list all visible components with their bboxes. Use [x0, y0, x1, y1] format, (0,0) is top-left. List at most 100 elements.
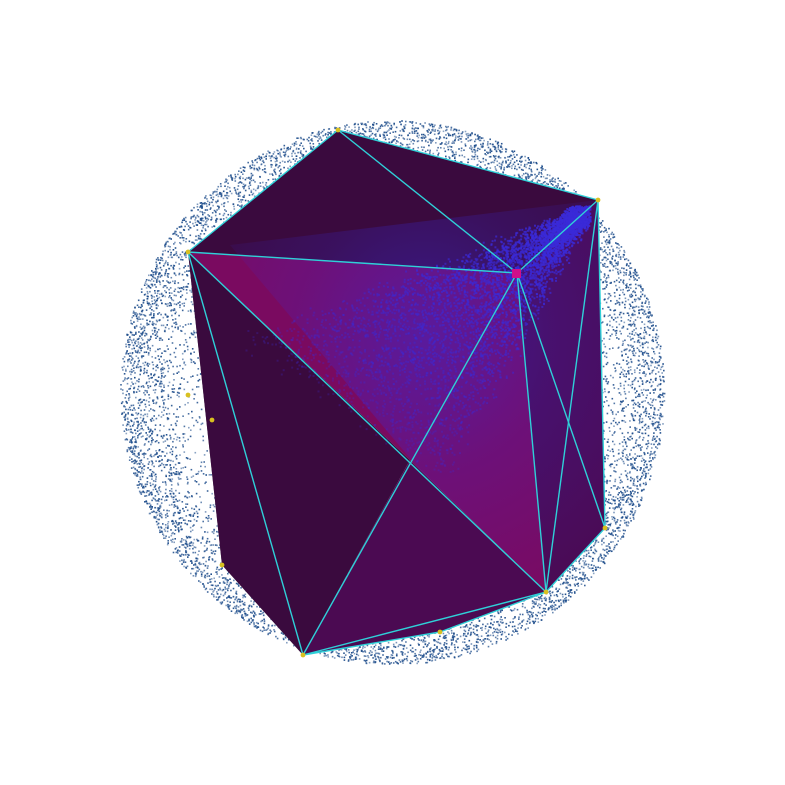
sphere-point	[194, 546, 197, 549]
sphere-point	[255, 621, 258, 624]
sphere-point	[172, 330, 174, 333]
sphere-point	[333, 657, 336, 659]
sphere-point	[501, 148, 504, 150]
sphere-point	[560, 604, 562, 607]
sphere-point	[556, 590, 559, 593]
sphere-point	[313, 135, 316, 137]
sphere-point	[626, 472, 629, 475]
sphere-point	[202, 583, 204, 585]
sphere-point	[172, 299, 175, 302]
sphere-point	[219, 544, 221, 546]
sphere-point	[626, 515, 629, 518]
sphere-point	[207, 582, 209, 584]
sphere-point	[172, 280, 174, 283]
sphere-point	[216, 188, 219, 191]
sphere-point	[564, 593, 567, 596]
sphere-point	[388, 663, 391, 665]
sphere-point	[538, 606, 541, 609]
sphere-point	[553, 605, 555, 608]
sphere-point	[611, 448, 614, 451]
sphere-point	[474, 149, 476, 151]
sphere-point	[480, 166, 482, 169]
sphere-point	[438, 130, 441, 133]
sphere-point	[641, 342, 644, 344]
sphere-point	[141, 483, 143, 485]
sphere-point	[640, 499, 643, 502]
sphere-point	[605, 378, 607, 381]
sphere-point	[402, 648, 405, 650]
sphere-point	[372, 647, 374, 650]
sphere-point	[536, 175, 538, 177]
sphere-point	[621, 496, 623, 499]
sphere-point	[384, 124, 386, 127]
sphere-point	[597, 541, 600, 543]
sphere-point	[155, 369, 157, 372]
sphere-point	[353, 658, 355, 661]
sphere-point	[137, 343, 140, 345]
sphere-point	[156, 503, 159, 505]
sphere-point	[497, 144, 500, 147]
sphere-point	[459, 626, 462, 629]
sphere-point	[160, 372, 163, 375]
sphere-point	[638, 284, 640, 287]
sphere-point	[408, 132, 411, 134]
sphere-point	[526, 620, 529, 623]
sphere-point	[618, 277, 620, 279]
sphere-point	[156, 523, 159, 526]
sphere-point	[643, 351, 646, 354]
sphere-point	[379, 660, 381, 662]
sphere-point	[424, 134, 426, 137]
sphere-point	[636, 455, 639, 457]
sphere-point	[309, 145, 312, 148]
sphere-point	[614, 521, 617, 524]
sphere-point	[615, 279, 618, 282]
sphere-point	[649, 418, 651, 420]
sphere-point	[423, 654, 425, 657]
sphere-point	[135, 396, 137, 399]
sphere-point	[239, 610, 242, 613]
sphere-point	[297, 137, 300, 139]
sphere-point	[501, 633, 504, 635]
sphere-point	[245, 177, 248, 179]
sphere-point	[457, 637, 459, 640]
sphere-point	[202, 213, 204, 216]
sphere-point	[179, 231, 181, 234]
sphere-point	[121, 401, 124, 403]
sphere-point	[172, 520, 174, 523]
sphere-point	[143, 491, 146, 494]
sphere-point	[439, 143, 442, 145]
sphere-point	[638, 505, 640, 507]
sphere-point	[434, 659, 437, 661]
sphere-point	[125, 370, 127, 372]
sphere-point	[489, 138, 491, 141]
sphere-point	[487, 141, 489, 143]
sphere-point	[613, 548, 615, 551]
sphere-point	[184, 364, 187, 366]
sphere-point	[148, 397, 151, 399]
sphere-point	[550, 183, 553, 185]
sphere-point	[226, 179, 229, 181]
sphere-point	[640, 455, 643, 457]
sphere-point	[197, 357, 199, 359]
sphere-point	[136, 420, 138, 423]
sphere-point	[638, 309, 640, 312]
sphere-point	[142, 486, 144, 489]
sphere-point	[604, 355, 606, 358]
sphere-point	[619, 269, 621, 272]
sphere-point	[135, 391, 138, 393]
sphere-point	[645, 412, 648, 415]
sphere-point	[619, 373, 622, 375]
sphere-point	[611, 502, 613, 505]
sphere-point	[374, 652, 377, 655]
sphere-point	[623, 267, 625, 270]
sphere-point	[263, 187, 265, 190]
sphere-point	[396, 653, 398, 655]
sphere-point	[385, 131, 388, 134]
sphere-point	[575, 576, 578, 578]
sphere-point	[157, 348, 159, 351]
sphere-point	[611, 326, 614, 328]
sphere-point	[148, 461, 151, 463]
sphere-point	[635, 505, 637, 508]
sphere-point	[573, 591, 576, 593]
